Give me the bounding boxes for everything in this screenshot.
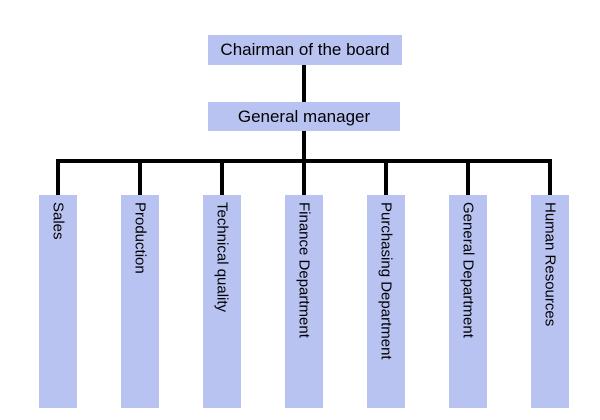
department-box: Sales (39, 195, 77, 408)
connector-bus-department (220, 163, 224, 195)
connector-chairman-gm (302, 65, 306, 102)
connector-bus-department (384, 163, 388, 195)
department-box: Technical quality (203, 195, 241, 408)
connector-bus-department (466, 163, 470, 195)
connector-bus-department (548, 163, 552, 195)
connector-gm-bus (302, 131, 306, 163)
department-label: Production (131, 202, 149, 274)
department-label: Technical quality (213, 202, 231, 313)
department-label: General Department (459, 202, 477, 338)
connector-bus-department (302, 163, 306, 195)
department-box: General Department (449, 195, 487, 408)
department-box: Purchasing Department (367, 195, 405, 408)
connector-bus-department (56, 163, 60, 195)
general-manager-box: General manager (208, 102, 400, 131)
general-manager-label: General manager (237, 106, 371, 126)
department-box: Human Resources (531, 195, 569, 408)
department-box: Finance Department (285, 195, 323, 408)
chairman-label: Chairman of the board (220, 40, 390, 59)
department-label: Purchasing Department (377, 202, 395, 360)
bus-line (56, 159, 552, 163)
department-label: Human Resources (541, 202, 559, 327)
connector-bus-department (138, 163, 142, 195)
department-label: Sales (49, 202, 67, 240)
department-box: Production (121, 195, 159, 408)
department-label: Finance Department (295, 202, 313, 338)
chairman-box: Chairman of the board (208, 35, 402, 65)
